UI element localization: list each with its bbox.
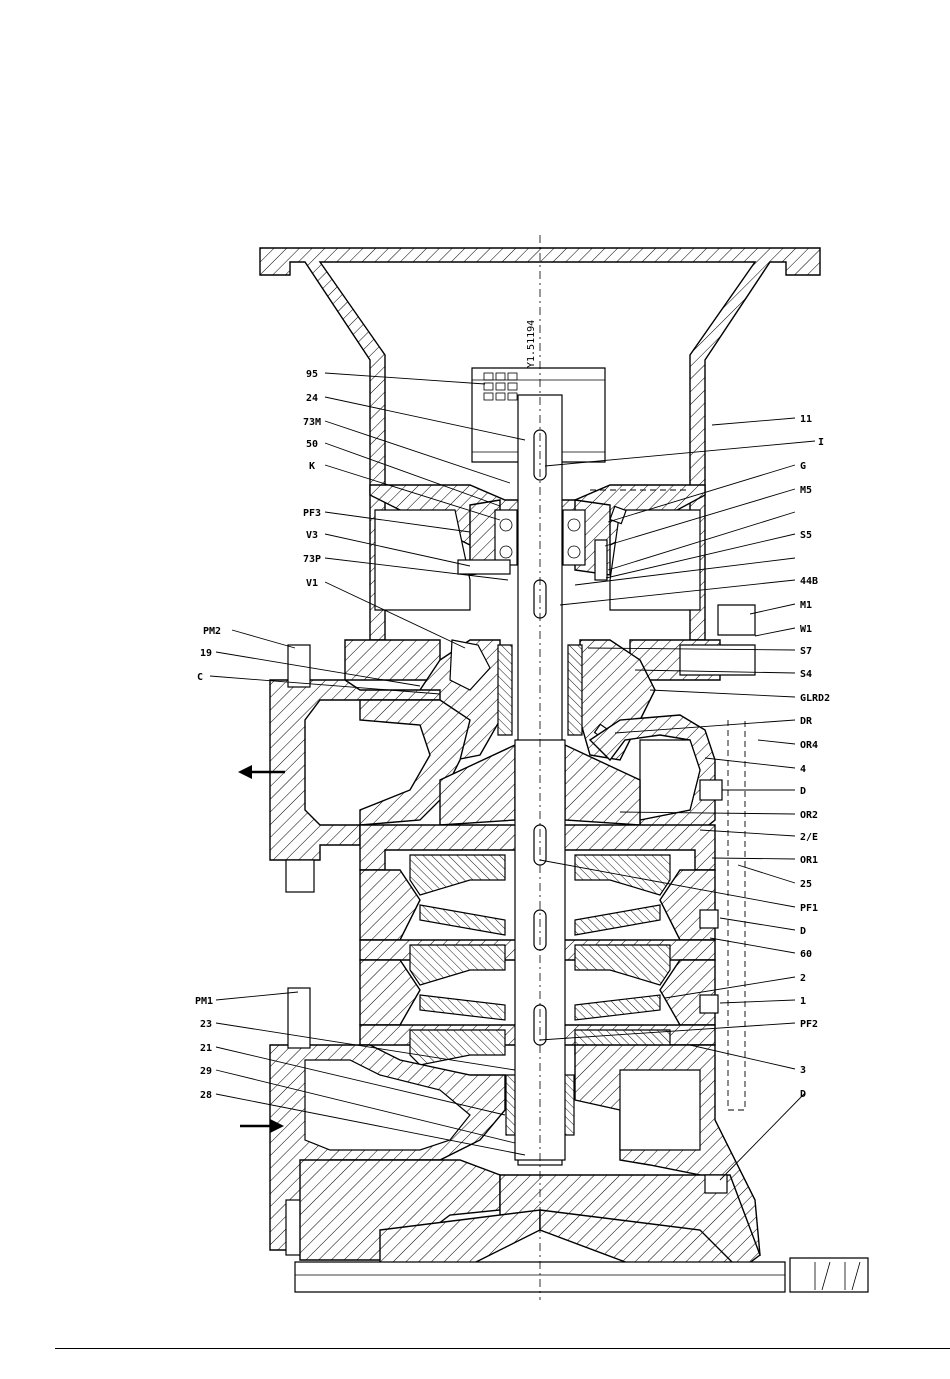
tie-rod-25 — [728, 720, 745, 1110]
label-44B: 44B — [800, 576, 818, 587]
label-D-2: D — [800, 926, 806, 937]
label-PM1: PM1 — [195, 996, 213, 1007]
label-28: 28 — [200, 1090, 212, 1101]
label-PF3: PF3 — [303, 508, 321, 519]
label-D-1: D — [800, 786, 806, 797]
label-OR2: OR2 — [800, 810, 818, 821]
label-G: G — [800, 461, 806, 472]
label-PF1: PF1 — [800, 903, 818, 914]
drawing-reference: Y1.51194 — [526, 320, 537, 368]
label-2E: 2/E — [800, 832, 818, 843]
label-50: 50 — [306, 439, 318, 450]
label-W1: W1 — [800, 624, 812, 635]
label-M1: M1 — [800, 600, 812, 611]
label-V1: V1 — [306, 578, 318, 589]
label-S4: S4 — [800, 669, 812, 680]
label-PM2: PM2 — [203, 626, 221, 637]
label-I: I — [818, 437, 824, 448]
footer-rule — [55, 1348, 950, 1349]
label-24: 24 — [306, 393, 318, 404]
label-OR4: OR4 — [800, 740, 818, 751]
label-1: 1 — [800, 996, 806, 1007]
label-M5: M5 — [800, 485, 812, 496]
label-73P: 73P — [303, 554, 321, 565]
label-DR: DR — [800, 716, 813, 727]
label-4: 4 — [800, 764, 806, 775]
label-29: 29 — [200, 1066, 212, 1077]
label-C: C — [197, 672, 203, 683]
label-2: 2 — [800, 973, 806, 984]
label-V3: V3 — [306, 530, 318, 541]
label-K: K — [309, 461, 315, 472]
label-95: 95 — [306, 369, 318, 380]
label-19: 19 — [200, 648, 212, 659]
label-3: 3 — [800, 1065, 806, 1076]
label-S5: S5 — [800, 530, 812, 541]
label-21: 21 — [200, 1043, 212, 1054]
labels-right: 11 I G M5 S5 44B M1 W1 S7 S4 GLRD2 DR OR… — [800, 414, 830, 1100]
label-60: 60 — [800, 949, 812, 960]
label-S7: S7 — [800, 646, 812, 657]
label-11: 11 — [800, 414, 812, 425]
label-GLRD2: GLRD2 — [800, 693, 830, 704]
label-D-3: D — [800, 1089, 806, 1100]
label-25: 25 — [800, 879, 812, 890]
label-OR1: OR1 — [800, 855, 818, 866]
label-23: 23 — [200, 1019, 212, 1030]
label-73M: 73M — [303, 417, 321, 428]
label-PF2: PF2 — [800, 1019, 818, 1030]
